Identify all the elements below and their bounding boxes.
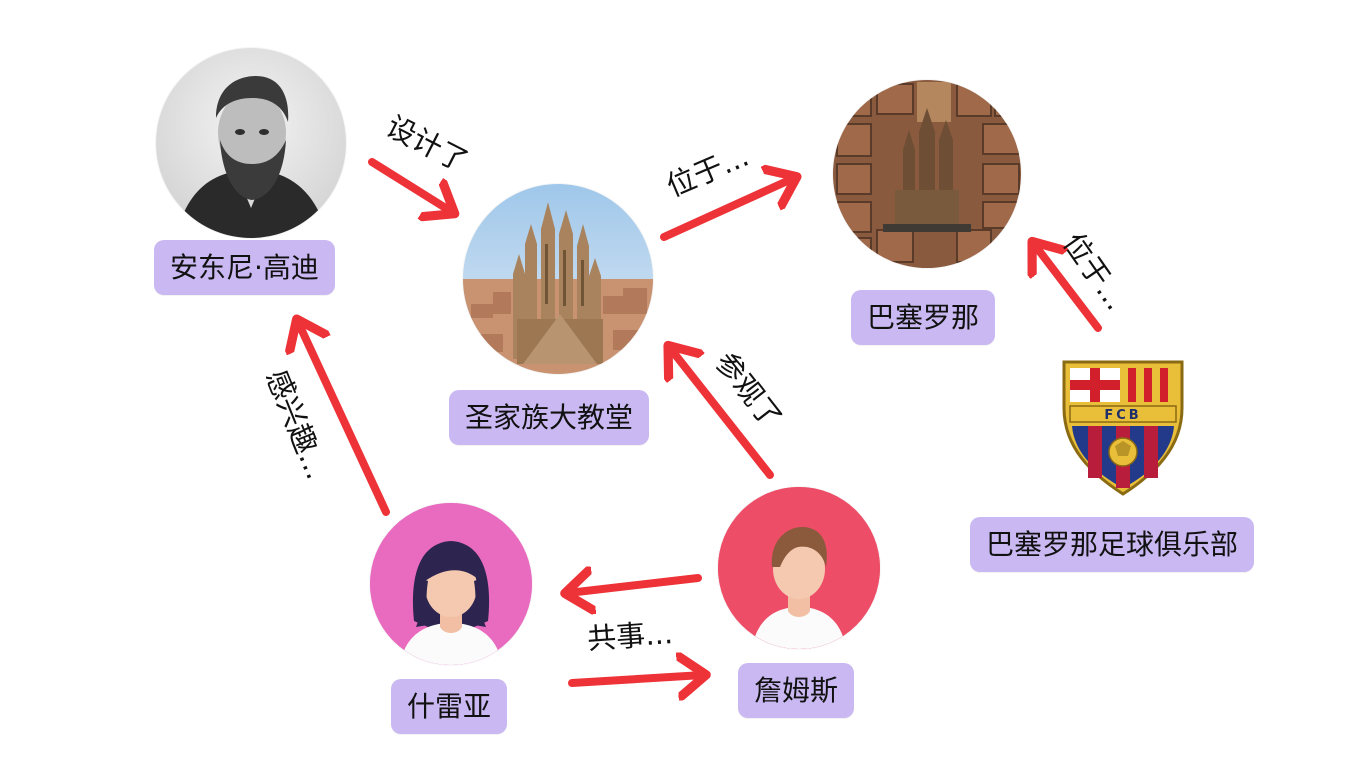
- node-label-james: 詹姆斯: [738, 663, 855, 718]
- james-avatar: [718, 487, 880, 649]
- city-aerial-photo-icon: [833, 80, 1021, 268]
- node-label-fcb: 巴塞罗那足球俱乐部: [970, 517, 1255, 572]
- arrow-visited: [670, 348, 774, 479]
- node-label-gaudi: 安东尼·高迪: [154, 240, 335, 295]
- arrow-located-fcb-barcelona: [1034, 244, 1102, 332]
- club-crest-icon: FCB: [1062, 360, 1184, 496]
- shreya-avatar: [370, 503, 532, 665]
- edge-label-colleague: 共事...: [586, 616, 674, 656]
- edge-label-designed: 设计了: [381, 109, 474, 179]
- crest-text: FCB: [1104, 408, 1141, 423]
- node-label-shreya: 什雷亚: [391, 679, 508, 734]
- arrow-interested: [298, 322, 390, 516]
- arrow-colleague-shreya-james: [568, 675, 703, 683]
- edge-label-visited: 参观了: [708, 345, 788, 435]
- arrow-located-sagrada-barcelona: [660, 178, 794, 241]
- female-avatar-icon: [370, 503, 532, 665]
- portrait-photo-icon: [156, 48, 346, 238]
- node-label-sagrada: 圣家族大教堂: [449, 390, 650, 445]
- fcb-crest: FCB: [1058, 356, 1188, 498]
- node-label-barcelona: 巴塞罗那: [851, 290, 996, 345]
- arrow-colleague-james-shreya: [568, 578, 702, 593]
- edge-label-located-1: 位于...: [661, 139, 753, 204]
- gaudi-portrait: [156, 48, 346, 238]
- male-avatar-icon: [718, 487, 880, 649]
- edge-label-located-2: 位于...: [1056, 227, 1133, 317]
- arrow-designed: [368, 158, 452, 212]
- sagrada-familia-photo: [463, 184, 653, 374]
- cathedral-photo-icon: [463, 184, 653, 374]
- barcelona-aerial-photo: [833, 80, 1021, 268]
